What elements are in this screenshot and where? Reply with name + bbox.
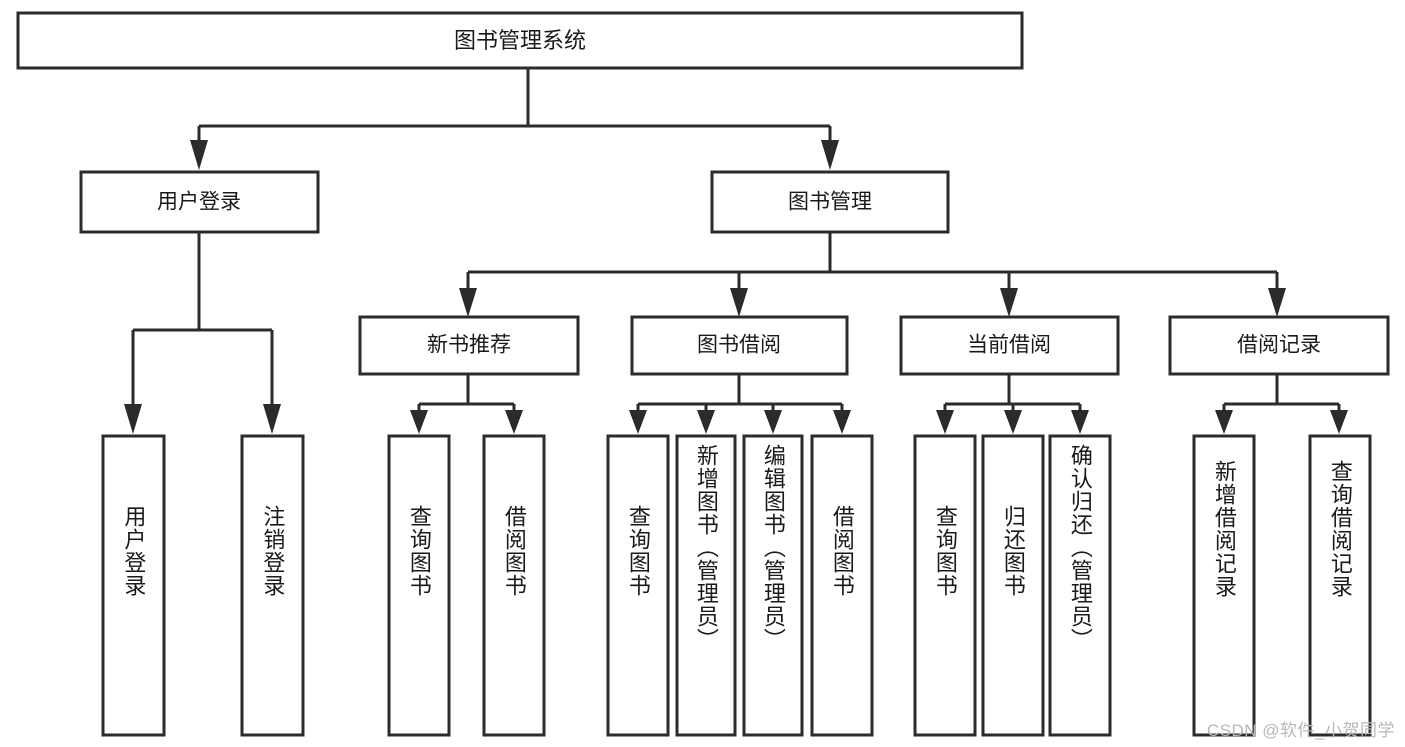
arrow-head-icon xyxy=(1071,410,1089,434)
node-current-borrow[interactable]: 当前借阅 xyxy=(899,315,1120,376)
arrow-head-icon xyxy=(1215,410,1233,434)
leaf-boxes xyxy=(101,434,1372,737)
arrow-head-icon xyxy=(190,140,208,170)
leaf-box-borrow-book-1[interactable] xyxy=(482,434,546,737)
arrow-head-icon xyxy=(697,410,715,434)
connector-newbook-to-leaves xyxy=(410,374,523,434)
arrow-head-icon xyxy=(1330,410,1348,434)
node-user-login[interactable]: 用户登录 xyxy=(79,170,320,234)
node-root-box[interactable] xyxy=(16,11,1024,70)
node-book-manage-label: 图书管理 xyxy=(788,191,872,214)
arrow-head-icon xyxy=(1004,410,1022,434)
connector-borrowrecord-to-leaves xyxy=(1215,374,1348,434)
leaf-box-return-book[interactable] xyxy=(981,434,1045,737)
node-root[interactable]: 图书管理系统 xyxy=(16,11,1024,70)
node-book-borrow-label: 图书借阅 xyxy=(697,334,781,357)
node-current-borrow-label: 当前借阅 xyxy=(967,334,1051,357)
arrow-head-icon xyxy=(730,288,748,317)
arrow-head-icon xyxy=(263,404,281,434)
arrow-head-icon xyxy=(936,410,954,434)
leaf-box-query-book-2[interactable] xyxy=(606,434,670,737)
node-book-manage-box[interactable] xyxy=(710,170,950,234)
node-new-book-recommend-box[interactable] xyxy=(358,315,580,376)
arrow-head-icon xyxy=(1000,288,1018,317)
connector-root-to-level1 xyxy=(190,68,839,170)
leaf-box-query-record[interactable] xyxy=(1308,434,1372,737)
connector-currentborrow-to-leaves xyxy=(936,374,1089,434)
leaf-box-borrow-book-2[interactable] xyxy=(810,434,874,737)
node-borrow-record-label: 借阅记录 xyxy=(1237,334,1321,357)
node-book-manage[interactable]: 图书管理 xyxy=(710,170,950,234)
leaf-box-logout-login[interactable] xyxy=(240,434,305,737)
node-book-borrow-box[interactable] xyxy=(630,315,849,376)
node-current-borrow-box[interactable] xyxy=(899,315,1120,376)
node-new-book-recommend[interactable]: 新书推荐 xyxy=(358,315,580,376)
node-user-login-box[interactable] xyxy=(79,170,320,234)
node-new-book-recommend-label: 新书推荐 xyxy=(427,334,511,357)
node-book-borrow[interactable]: 图书借阅 xyxy=(630,315,849,376)
arrow-head-icon xyxy=(459,288,477,317)
arrow-head-icon xyxy=(1268,288,1286,317)
leaf-box-query-book-1[interactable] xyxy=(387,434,451,737)
arrow-head-icon xyxy=(821,140,839,170)
leaf-box-add-record[interactable] xyxy=(1192,434,1256,737)
arrow-head-icon xyxy=(629,410,647,434)
connector-bookmanage-to-level2 xyxy=(459,232,1286,317)
leaf-box-query-book-3[interactable] xyxy=(913,434,977,737)
node-borrow-record-box[interactable] xyxy=(1168,315,1390,376)
connector-userlogin-to-leaves xyxy=(124,232,281,434)
leaf-box-edit-book[interactable] xyxy=(742,434,804,737)
arrow-head-icon xyxy=(833,410,851,434)
arrow-head-icon xyxy=(124,404,142,434)
leaf-box-confirm-return[interactable] xyxy=(1048,434,1112,737)
arrow-head-icon xyxy=(505,410,523,434)
node-user-login-label: 用户登录 xyxy=(157,191,241,214)
arrow-head-icon xyxy=(410,410,428,434)
watermark-text: CSDN @软件_小贺同学 xyxy=(1206,721,1395,740)
connector-bookborrow-to-leaves xyxy=(629,374,851,434)
arrow-head-icon xyxy=(764,410,782,434)
leaf-box-user-login[interactable] xyxy=(101,434,166,737)
node-borrow-record[interactable]: 借阅记录 xyxy=(1168,315,1390,376)
leaf-box-add-book[interactable] xyxy=(675,434,737,737)
node-root-label: 图书管理系统 xyxy=(454,28,586,53)
